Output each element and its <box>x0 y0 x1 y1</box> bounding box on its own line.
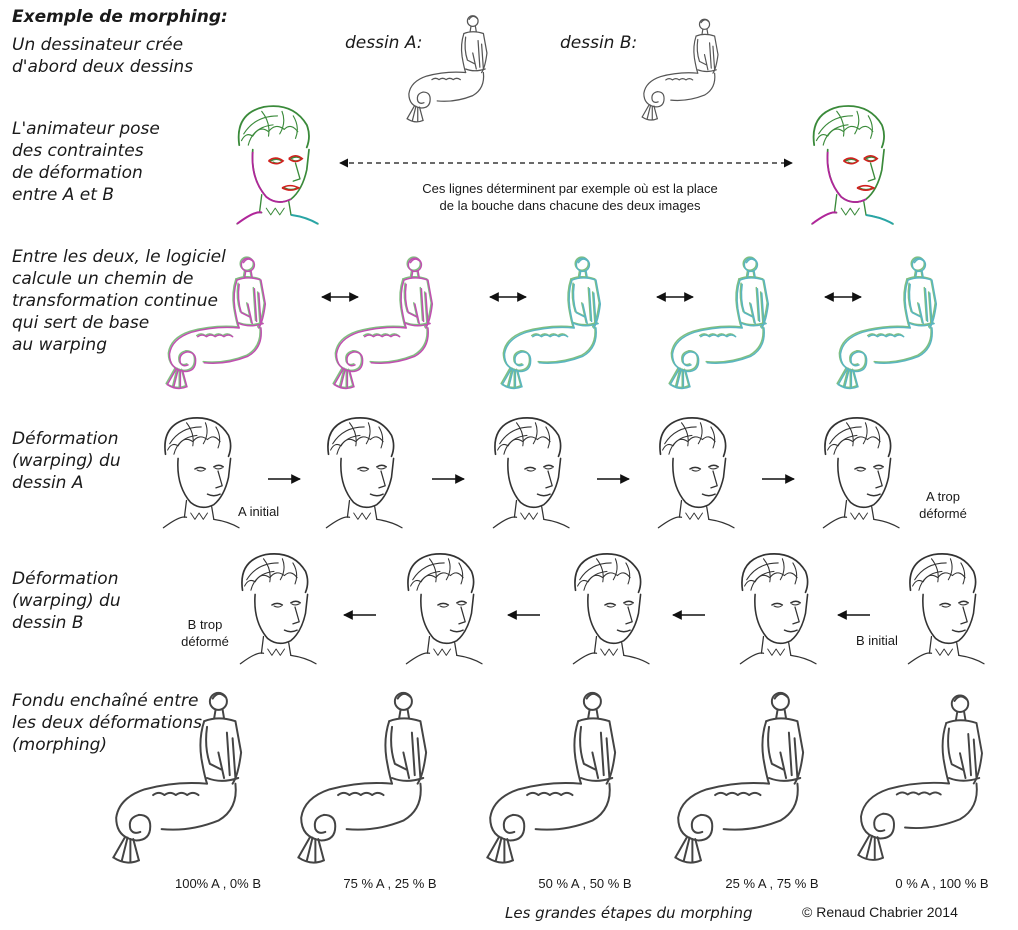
crossfade-figure-1 <box>100 690 280 866</box>
crossfade-figure-3 <box>474 690 654 866</box>
crossfade-figure-5 <box>850 690 1015 866</box>
crossfade-figure-4 <box>662 690 842 866</box>
crossfade-figure-2 <box>285 690 465 866</box>
